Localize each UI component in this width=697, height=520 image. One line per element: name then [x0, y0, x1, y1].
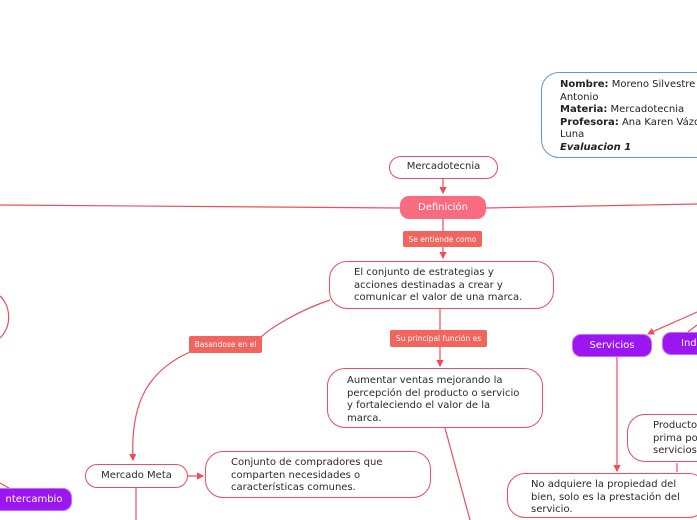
nombre-line: Nombre: Moreno Silvestre L — [560, 79, 697, 90]
node-servicios[interactable]: Servicios — [572, 334, 652, 357]
node-ind[interactable]: Ind — [662, 332, 697, 355]
profesora-line: Profesora: Ana Karen Vázqu — [560, 116, 697, 128]
node-conjunto-estrategias[interactable]: El conjunto de estrategias y acciones de… — [329, 261, 554, 309]
node-mercadotecnia[interactable]: Mercadotecnia — [389, 156, 498, 179]
node-conjunto-compradores[interactable]: Conjunto de compradores que comparten ne… — [205, 451, 431, 498]
evaluacion-label: Evaluacion 1 — [560, 141, 632, 153]
node-definicion[interactable]: Definición — [400, 196, 486, 219]
tag-se-entiende: Se entiende como — [403, 231, 482, 247]
node-intercambio[interactable]: ntercambio — [0, 488, 72, 511]
node-producto[interactable]: Producto prima po servicios — [627, 414, 697, 462]
tag-basandose: Basandose en el — [189, 336, 262, 353]
node-aumentar-ventas[interactable]: Aumentar ventas mejorando la percepción … — [327, 368, 543, 428]
profesora-continuation: Luna — [560, 129, 585, 140]
materia-line: Materia: Mercadotecnia — [560, 104, 685, 115]
nombre-continuation: Antonio — [560, 91, 599, 103]
node-no-adquiere[interactable]: No adquiere la propiedad del bien, solo … — [507, 473, 697, 518]
author-info-box: Nombre: Moreno Silvestre L Antonio Mater… — [541, 72, 697, 158]
tag-su-principal: Su principal función es — [390, 330, 487, 347]
node-mercado-meta[interactable]: Mercado Meta — [85, 464, 188, 488]
